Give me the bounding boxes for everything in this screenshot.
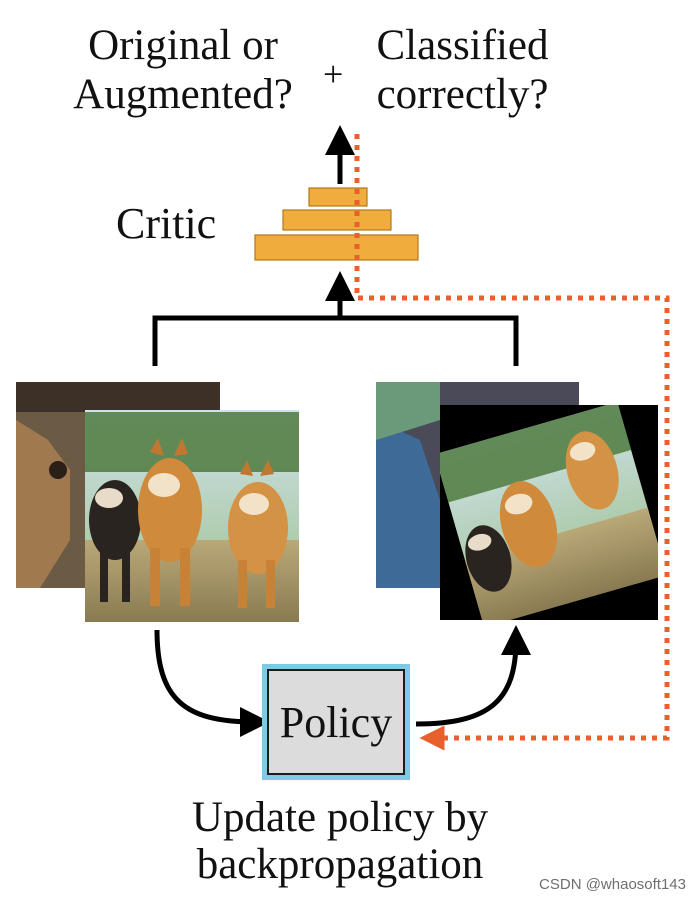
dog-shiba-right <box>228 460 288 608</box>
augmented-image-stack <box>376 382 658 620</box>
dog-shiba-middle <box>138 438 202 606</box>
feedback-dotted-path <box>354 134 670 751</box>
policy-label: Policy <box>279 697 393 747</box>
input-merge-connector <box>152 271 519 366</box>
watermark-text: CSDN @whaosoft143 <box>539 876 686 893</box>
policy-box: Policy <box>262 664 410 780</box>
critic-label: Critic <box>116 199 217 248</box>
critic-layer-bottom <box>254 234 419 261</box>
critic-network-icon <box>254 187 419 261</box>
question-original-or-augmented: Original or Augmented? <box>73 22 293 118</box>
question-classified-correctly: Classified correctly? <box>376 22 549 118</box>
image-to-policy-arrow <box>154 629 270 737</box>
original-image-stack <box>16 382 299 622</box>
policy-to-augmented-arrow <box>415 625 531 727</box>
update-policy-caption: Update policy by backpropagation <box>191 794 489 888</box>
plus-sign: + <box>323 54 344 94</box>
dog-black-left <box>89 480 141 602</box>
critic-layer-middle <box>282 209 392 231</box>
critic-layer-top <box>308 187 368 207</box>
